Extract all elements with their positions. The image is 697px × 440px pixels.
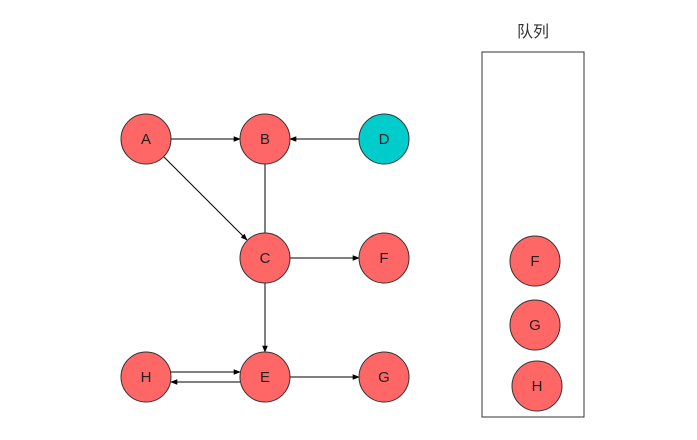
node-d: D [358, 113, 410, 165]
queue-item-circle [509, 235, 561, 287]
node-label: E [260, 369, 270, 386]
queue-item-label: H [532, 378, 543, 395]
node-label: B [260, 131, 270, 148]
node-f: F [358, 232, 410, 284]
node-label: A [141, 131, 151, 148]
node-label: F [379, 250, 388, 267]
node-c: C [239, 232, 291, 284]
node-circle [358, 232, 410, 284]
queue-item: F [509, 235, 561, 287]
node-g: G [358, 351, 410, 403]
node-h: H [120, 351, 172, 403]
queue-item: H [511, 360, 563, 412]
node-circle [358, 113, 410, 165]
node-label: C [260, 250, 271, 267]
node-circle [120, 113, 172, 165]
node-label: G [378, 369, 390, 386]
queue-item-circle [509, 299, 561, 351]
edge-a-c [163, 156, 248, 241]
queue-item-label: G [529, 317, 541, 334]
node-circle [358, 351, 410, 403]
node-label: H [141, 369, 152, 386]
queue-item-label: F [530, 253, 539, 270]
queue-item-circle [511, 360, 563, 412]
queue-box [481, 51, 585, 418]
node-a: A [120, 113, 172, 165]
node-circle [239, 351, 291, 403]
node-label: D [379, 131, 390, 148]
node-circle [239, 232, 291, 284]
node-e: E [239, 351, 291, 403]
node-circle [239, 113, 291, 165]
queue-item: G [509, 299, 561, 351]
queue-title: 队列 [516, 22, 549, 41]
node-circle [120, 351, 172, 403]
node-b: B [239, 113, 291, 165]
